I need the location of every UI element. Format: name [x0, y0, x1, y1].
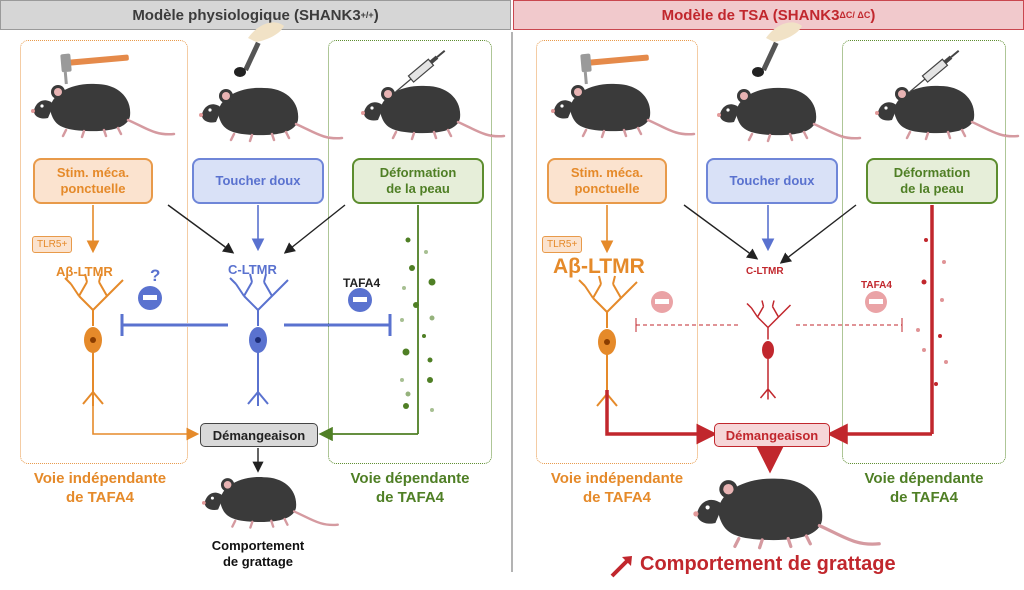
right-abeta-label: Aβ-LTMR — [553, 255, 645, 278]
left-itch-box: Démangeaison — [200, 423, 318, 447]
left-indep-pathway: Voie indépendante de TAFA4 — [33, 470, 167, 506]
left-brush-icon — [234, 22, 284, 77]
left-tafa4-dots — [400, 237, 436, 412]
left-mouse-2 — [197, 86, 344, 143]
left-behavior-label: Comportement de grattage — [211, 538, 305, 570]
right-inhibition-icon-2 — [865, 291, 887, 313]
right-mouse-1 — [549, 82, 696, 139]
up-arrow-icon — [610, 556, 632, 578]
right-stim-mechanical: Stim. méca. ponctuelle — [547, 158, 667, 204]
right-behavior-label: Comportement de grattage — [640, 553, 896, 575]
left-tlr5-label: TLR5+ — [32, 236, 73, 253]
left-inhibition-icon-1 — [138, 286, 162, 310]
left-stim-mechanical: Stim. méca. ponctuelle — [33, 158, 153, 204]
left-question-mark: ? — [150, 266, 161, 285]
right-indep-box — [536, 40, 698, 464]
left-tafa4-label: TAFA4 — [343, 276, 381, 290]
left-panel-title: Modèle physiologique (SHANK3+/+) — [0, 0, 511, 30]
right-tlr5-label: TLR5+ — [542, 236, 583, 253]
right-stim-skin: Déformation de la peau — [866, 158, 998, 204]
right-itch-box: Démangeaison — [714, 423, 830, 447]
right-hammer-icon — [580, 48, 651, 85]
left-inhibition-icon-2 — [348, 288, 372, 312]
left-indep-box — [20, 40, 188, 464]
right-stim-touch: Toucher doux — [706, 158, 838, 204]
left-stim-skin: Déformation de la peau — [352, 158, 484, 204]
left-hammer-icon — [60, 48, 131, 85]
left-dep-box — [328, 40, 492, 464]
right-tafa4-dots — [916, 238, 948, 386]
right-tafa4-label: TAFA4 — [861, 280, 892, 291]
right-dep-box — [842, 40, 1006, 464]
left-stim-touch: Toucher doux — [192, 158, 324, 204]
right-indep-pathway: Voie indépendante de TAFA4 — [550, 470, 684, 506]
right-inhibition-icon-1 — [651, 291, 673, 313]
right-cltmr-label: C-LTMR — [746, 266, 784, 277]
left-mouse-3 — [359, 84, 506, 141]
right-mouse-2 — [715, 86, 862, 143]
right-dep-pathway: Voie dépendante de TAFA4 — [864, 470, 984, 506]
left-mouse-1 — [29, 82, 176, 139]
left-dep-pathway: Voie dépendante de TAFA4 — [350, 470, 470, 506]
right-brush-icon — [752, 22, 802, 77]
right-mouse-3 — [873, 84, 1020, 141]
left-abeta-label: Aβ-LTMR — [56, 264, 113, 279]
left-cltmr-label: C-LTMR — [228, 262, 277, 277]
